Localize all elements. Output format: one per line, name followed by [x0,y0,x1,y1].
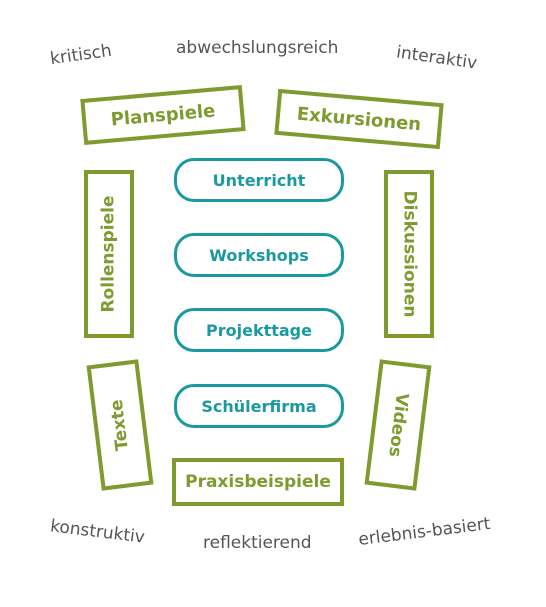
box-diskussionen: Diskussionen [384,170,434,338]
pill-workshops: Workshops [174,233,344,277]
pill-unterricht: Unterricht [174,158,344,202]
box-praxisbeispiele-label: Praxisbeispiele [185,472,331,492]
box-texte-label: Texte [106,398,134,452]
word-erlebnis-basiert: erlebnis-basiert [357,513,492,551]
pill-projekttage: Projekttage [174,308,344,352]
box-videos-label: Videos [384,391,412,459]
box-rollenspiele: Rollenspiele [84,170,134,338]
pill-schuelerfirma: Schülerfirma [174,384,344,428]
word-kritisch: kritisch [48,40,114,70]
box-videos: Videos [364,359,432,491]
box-rollenspiele-label: Rollenspiele [99,195,119,313]
word-reflektierend: reflektierend [203,533,312,553]
box-exkursionen: Exkursionen [274,88,444,150]
box-texte: Texte [86,359,154,491]
word-konstruktiv: konstruktiv [49,516,146,548]
pill-unterricht-label: Unterricht [212,170,306,190]
box-praxisbeispiele: Praxisbeispiele [172,458,344,506]
box-exkursionen-label: Exkursionen [295,103,423,135]
word-interaktiv: interaktiv [395,42,479,74]
box-planspiele: Planspiele [80,85,246,145]
pill-schuelerfirma-label: Schülerfirma [201,396,317,416]
pill-workshops-label: Workshops [209,245,309,265]
box-diskussionen-label: Diskussionen [399,190,420,318]
pill-projekttage-label: Projekttage [206,320,312,340]
word-abwechslungsreich: abwechslungsreich [176,38,339,58]
box-planspiele-label: Planspiele [109,99,217,131]
